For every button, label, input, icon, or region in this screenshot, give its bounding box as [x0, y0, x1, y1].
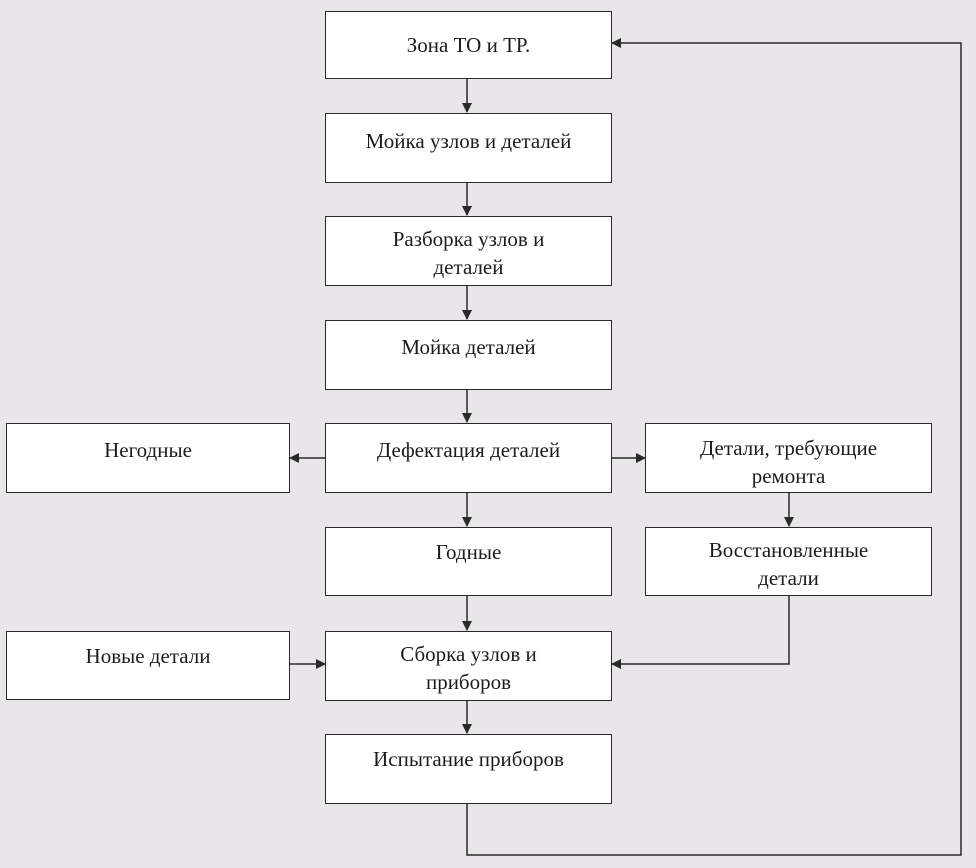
node-unfit: Негодные — [6, 423, 290, 493]
node-defect: Дефектация деталей — [325, 423, 612, 493]
node-wash-units-label: Мойка узлов и деталей — [365, 129, 572, 153]
node-assembly: Сборка узлов и приборов — [325, 631, 612, 701]
node-restored-label: Восстановленные детали — [708, 538, 869, 590]
node-testing: Испытание приборов — [325, 734, 612, 804]
node-wash-units: Мойка узлов и деталей — [325, 113, 612, 183]
node-disassembly: Разборка узлов и деталей — [325, 216, 612, 286]
node-zone-label: Зона ТО и ТР. — [406, 33, 531, 57]
node-wash-parts-label: Мойка деталей — [401, 335, 536, 359]
node-assembly-label: Сборка узлов и приборов — [400, 642, 537, 694]
arrow-testing-feedback-to-zone — [466, 38, 962, 856]
node-need-repair: Детали, требующие ремонта — [645, 423, 932, 493]
node-fit-label: Годные — [435, 540, 502, 564]
arrow-restored-to-assembly — [611, 595, 790, 669]
node-new-parts-label: Новые детали — [85, 644, 211, 668]
node-fit: Годные — [325, 527, 612, 596]
node-disassembly-label: Разборка узлов и деталей — [392, 227, 545, 279]
node-new-parts: Новые детали — [6, 631, 290, 700]
node-zone: Зона ТО и ТР. — [325, 11, 612, 79]
node-unfit-label: Негодные — [104, 438, 192, 462]
node-testing-label: Испытание приборов — [373, 747, 564, 771]
node-defect-label: Дефектация деталей — [376, 438, 561, 462]
node-wash-parts: Мойка деталей — [325, 320, 612, 390]
node-need-repair-label: Детали, требующие ремонта — [699, 436, 878, 488]
node-restored: Восстановленные детали — [645, 527, 932, 596]
